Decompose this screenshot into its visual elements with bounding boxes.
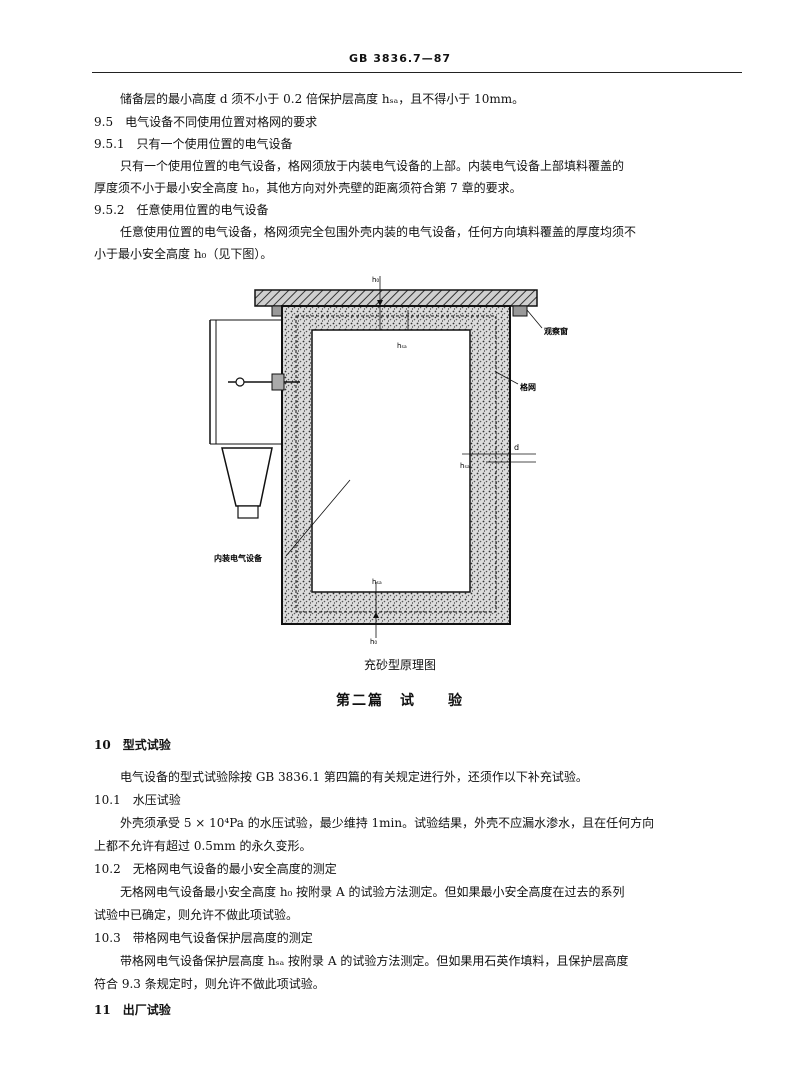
heading-10-2: 10.2 无格网电气设备的最小安全高度的测定: [94, 862, 337, 876]
heading-10-1: 10.1 水压试验: [94, 793, 181, 807]
heading-10-3: 10.3 带格网电气设备保护层高度的测定: [94, 931, 313, 945]
label-grid: 格网: [520, 382, 536, 392]
label-d: d: [514, 443, 519, 452]
enclosure-lid: [254, 289, 538, 307]
funnel: [221, 447, 273, 507]
header-rule: [92, 72, 742, 73]
paragraph-10-3-line1: 带格网电气设备保护层高度 hₛₐ 按附录 A 的试验方法测定。但如果用石英作填料…: [120, 954, 629, 968]
label-h0-bottom: h₀: [370, 638, 377, 646]
paragraph-10: 电气设备的型式试验除按 GB 3836.1 第四篇的有关规定进行外，还须作以下补…: [120, 770, 588, 784]
heading-9-5-2: 9.5.2 任意使用位置的电气设备: [94, 203, 269, 217]
paragraph-10-3-line2: 符合 9.3 条规定时，则允许不做此项试验。: [94, 977, 325, 991]
paragraph-10-1-line2: 上都不允许有超过 0.5mm 的永久变形。: [94, 839, 312, 853]
window-block-right: [512, 305, 528, 317]
heading-9-5-1: 9.5.1 只有一个使用位置的电气设备: [94, 137, 293, 151]
label-hsa-bottom: hₛₐ: [372, 578, 382, 586]
paragraph-9-5-2-line1: 任意使用位置的电气设备，格网须完全包围外壳内装的电气设备，任何方向填料覆盖的厚度…: [120, 225, 637, 239]
heading-11: 11 出厂试验: [94, 1003, 171, 1017]
paragraph-10-1-line1: 外壳须承受 5 × 10⁴Pa 的水压试验，最少维持 1min。试验结果，外壳不…: [120, 816, 655, 830]
label-hsa-top: hₛₐ: [397, 342, 407, 350]
paragraph-10-2-line2: 试验中已确定，则允许不做此项试验。: [94, 908, 299, 922]
paragraph-10-2-line1: 无格网电气设备最小安全高度 h₀ 按附录 A 的试验方法测定。但如果最小安全高度…: [120, 885, 625, 899]
heading-10: 10 型式试验: [94, 738, 171, 752]
heading-9-5: 9.5 电气设备不同使用位置对格网的要求: [94, 115, 318, 129]
sand-filled-principle-diagram: h₀ hₛₐ d hₛₐ hₛₐ h₀ 观察窗 格网 内装电气设备: [209, 276, 568, 646]
paragraph-9-5-1-line1: 只有一个使用位置的电气设备，格网须放于内装电气设备的上部。内装电气设备上部填料覆…: [120, 159, 625, 173]
gland: [271, 373, 285, 391]
grid-mesh: [295, 315, 497, 613]
label-hsa-side: hₛₐ: [460, 462, 470, 470]
figure-caption: 充砂型原理图: [363, 658, 436, 672]
paragraph-reserve-height: 储备层的最小高度 d 须不小于 0.2 倍保护层高度 hₛₐ，且不得小于 10m…: [120, 92, 525, 106]
label-h0-top: h₀: [372, 276, 379, 284]
internal-equipment: [311, 329, 471, 593]
label-observation-window: 观察窗: [544, 326, 568, 336]
paragraph-9-5-1-line2: 厚度须不小于最小安全高度 h₀，其他方向对外壳壁的距离须符合第 7 章的要求。: [94, 181, 522, 195]
part-two-title: 第二篇 试 验: [336, 693, 464, 709]
standard-number-header: GB 3836.7—87: [349, 52, 451, 65]
paragraph-9-5-2-line2: 小于最小安全高度 h₀（见下图）。: [94, 247, 273, 261]
label-internal-equipment: 内装电气设备: [214, 553, 263, 563]
